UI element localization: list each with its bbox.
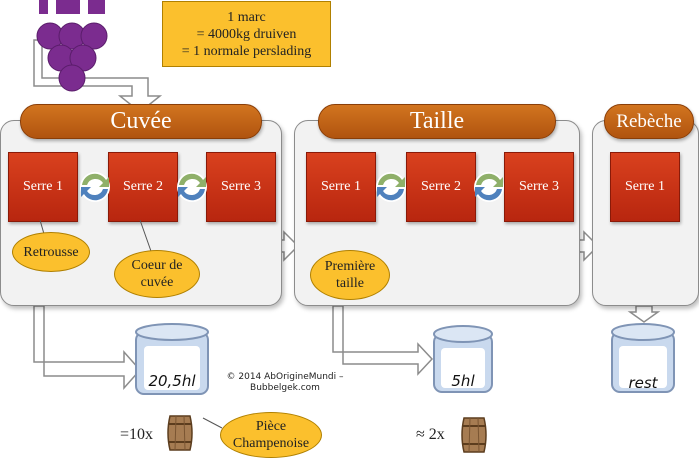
cycle-arrows-icon [177, 172, 207, 202]
taille-header: Taille [318, 104, 556, 139]
rebeche-serre-1: Serre 1 [610, 152, 680, 222]
premiere-line-1: Première [324, 259, 376, 274]
piece-champenoise-callout: Pièce Champenoise [220, 412, 322, 458]
taille-serre-1: Serre 1 [306, 152, 376, 222]
note-line-2: = 4000kg druiven [196, 26, 297, 42]
taille-serre-2: Serre 2 [406, 152, 476, 222]
taille-serre-3: Serre 3 [504, 152, 574, 222]
coeur-de-cuvee-callout: Coeur de cuvée [114, 250, 200, 298]
wine-barrel-icon [167, 415, 193, 451]
cuvee-serre-1: Serre 1 [8, 152, 78, 222]
copyright-text: © 2014 AbOrigineMundi – Bubbelgek.com [205, 372, 365, 394]
taille-multiplier: ≈ 2x [416, 426, 445, 443]
rebeche-volume: rest [628, 374, 658, 392]
coeur-line-1: Coeur de [131, 258, 183, 273]
cuvee-barrel-arrow [33, 305, 142, 390]
cycle-arrows-icon [80, 172, 110, 202]
taille-barrel-arrow [332, 305, 434, 376]
rebeche-vat-icon [611, 323, 675, 393]
retrousse-label: Retrousse [23, 244, 79, 260]
piece-line-1: Pièce [255, 419, 287, 434]
cuvee-serre-2: Serre 2 [108, 152, 178, 222]
retrousse-callout: Retrousse [12, 232, 90, 272]
note-line-1: 1 marc [227, 9, 266, 25]
taille-vat-icon [433, 325, 493, 393]
grapes-icon [36, 0, 108, 92]
piece-line-2: Champenoise [232, 436, 310, 451]
cycle-arrows-icon [474, 172, 504, 202]
cuvee-volume: 20,5hl [148, 372, 196, 390]
cuvee-multiplier: =10x [120, 426, 154, 443]
cuvee-header: Cuvée [20, 104, 262, 139]
premiere-taille-callout: Première taille [310, 250, 390, 300]
coeur-line-2: cuvée [140, 275, 174, 290]
rebeche-barrel-arrow [627, 305, 661, 323]
copyright-line-2: Bubbelgek.com [250, 383, 320, 393]
wine-barrel-icon [461, 417, 487, 453]
cuvee-vat-icon [135, 323, 209, 395]
note-line-3: = 1 normale perslading [181, 43, 312, 59]
rebeche-header: Rebèche [604, 104, 694, 139]
cycle-arrows-icon [376, 172, 406, 202]
copyright-line-1: © 2014 AbOrigineMundi – [226, 372, 344, 382]
marc-definition-box: 1 marc = 4000kg druiven = 1 normale pers… [162, 1, 331, 67]
premiere-line-2: taille [336, 276, 364, 291]
taille-volume: 5hl [451, 372, 475, 390]
